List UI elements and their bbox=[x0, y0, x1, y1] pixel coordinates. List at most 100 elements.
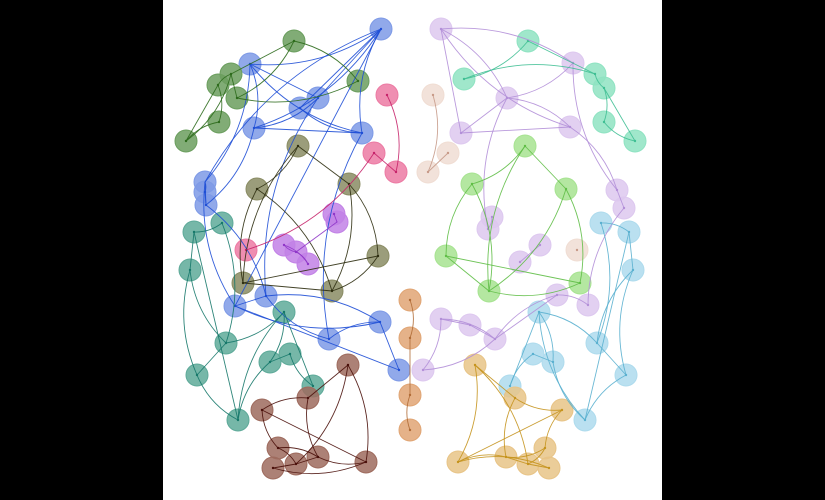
brown-edge bbox=[307, 364, 349, 399]
mint-edge bbox=[603, 87, 636, 142]
teal-edge bbox=[196, 342, 227, 376]
olive-edge bbox=[239, 188, 258, 284]
mint-edge bbox=[527, 40, 596, 75]
olive-edge bbox=[256, 145, 299, 190]
olive-edge bbox=[331, 255, 379, 292]
gold-edge bbox=[474, 364, 529, 465]
lightgreen-edge bbox=[445, 183, 473, 257]
lavender-edge bbox=[616, 189, 625, 209]
lavender-edge bbox=[587, 207, 625, 306]
green-edge bbox=[217, 73, 232, 86]
green-edge bbox=[185, 73, 232, 142]
green-edge bbox=[230, 73, 238, 99]
mint-edge bbox=[463, 40, 529, 80]
lavender-edge bbox=[506, 97, 571, 128]
brown-edge bbox=[347, 364, 369, 463]
lavender-edge bbox=[572, 62, 618, 191]
teal-edge bbox=[289, 353, 314, 387]
blue-edge bbox=[249, 63, 259, 129]
brown-edge bbox=[261, 409, 367, 463]
lavender-edge bbox=[569, 126, 618, 191]
blue-edge bbox=[253, 127, 363, 134]
violet-edge bbox=[295, 221, 338, 253]
olive-edge bbox=[242, 282, 333, 292]
lavender-edge bbox=[460, 97, 508, 134]
lavender-edge bbox=[469, 324, 496, 340]
lavender-edge bbox=[506, 62, 574, 99]
edges-layer bbox=[183, 27, 636, 475]
skyblue-edge bbox=[596, 342, 627, 376]
brown-edge bbox=[306, 397, 319, 458]
blue-edge bbox=[204, 63, 251, 183]
olive-edge bbox=[256, 188, 333, 292]
lightgreen-edge bbox=[488, 282, 581, 297]
skyblue-edge bbox=[600, 222, 630, 233]
lightgreen-edge bbox=[445, 255, 490, 292]
green-edge bbox=[185, 84, 219, 142]
lavender-edge bbox=[440, 318, 471, 326]
teal-edge bbox=[283, 311, 314, 387]
pink-edge bbox=[386, 94, 400, 173]
skyblue-edge bbox=[584, 374, 627, 421]
blue-edge bbox=[253, 97, 319, 129]
teal-edge bbox=[196, 374, 239, 421]
olive-edge bbox=[348, 183, 379, 257]
blue-edge bbox=[379, 321, 400, 371]
gold-edge bbox=[544, 409, 563, 449]
violet-edge bbox=[295, 251, 309, 265]
blue-edge bbox=[253, 28, 382, 129]
gold-edge bbox=[514, 397, 563, 411]
olive-edge bbox=[331, 183, 353, 292]
blue-edge bbox=[249, 63, 319, 99]
lavender-edge bbox=[440, 318, 496, 340]
green-edge bbox=[230, 40, 295, 75]
mint-edge bbox=[463, 64, 596, 80]
green-edge bbox=[236, 80, 359, 103]
teal-edge bbox=[237, 361, 271, 421]
teal-edge bbox=[189, 269, 227, 344]
skyblue-edge bbox=[628, 231, 634, 271]
brown-edge bbox=[277, 447, 319, 458]
lightgreen-edge bbox=[488, 188, 567, 292]
lightgreen-edge bbox=[445, 255, 581, 284]
mint-edge bbox=[603, 121, 636, 142]
brown-edge bbox=[295, 364, 349, 465]
lavender-edge bbox=[460, 126, 571, 134]
green-edge bbox=[236, 40, 295, 99]
blue-edge bbox=[322, 132, 363, 340]
lavender-edge bbox=[422, 338, 496, 371]
skyblue-edge bbox=[538, 311, 554, 363]
teal-edge bbox=[193, 222, 223, 233]
skyblue-edge bbox=[584, 231, 630, 421]
blue-edge bbox=[234, 305, 400, 371]
olive-edge bbox=[242, 255, 379, 284]
blue-edge bbox=[203, 181, 236, 307]
blue-edge bbox=[234, 305, 381, 329]
brown-edge bbox=[261, 397, 309, 411]
teal-edge bbox=[269, 353, 291, 363]
blue-edge bbox=[299, 107, 363, 134]
gold-edge bbox=[457, 456, 550, 469]
blue-edge bbox=[328, 321, 381, 340]
olive-edge bbox=[242, 145, 299, 284]
lightgreen-edge bbox=[487, 145, 526, 292]
mint-edge bbox=[594, 73, 605, 89]
skyblue-edge bbox=[509, 311, 540, 387]
green-edge bbox=[293, 40, 359, 82]
gold-edge bbox=[527, 447, 546, 465]
gold-edge bbox=[457, 409, 563, 463]
teal-edge bbox=[193, 231, 239, 421]
skyblue-edge bbox=[552, 361, 586, 421]
skyblue-edge bbox=[619, 269, 634, 376]
lavender-edge bbox=[440, 28, 508, 99]
blue-edge bbox=[204, 181, 207, 193]
lavender-edge bbox=[494, 294, 558, 340]
gold-edge bbox=[503, 397, 516, 458]
blue-edge bbox=[249, 28, 382, 66]
blue-edge bbox=[265, 295, 330, 340]
lavender-edge bbox=[483, 97, 508, 230]
olive-edge bbox=[297, 145, 350, 185]
blue-edge bbox=[234, 28, 382, 307]
lavender-edge bbox=[440, 28, 462, 134]
